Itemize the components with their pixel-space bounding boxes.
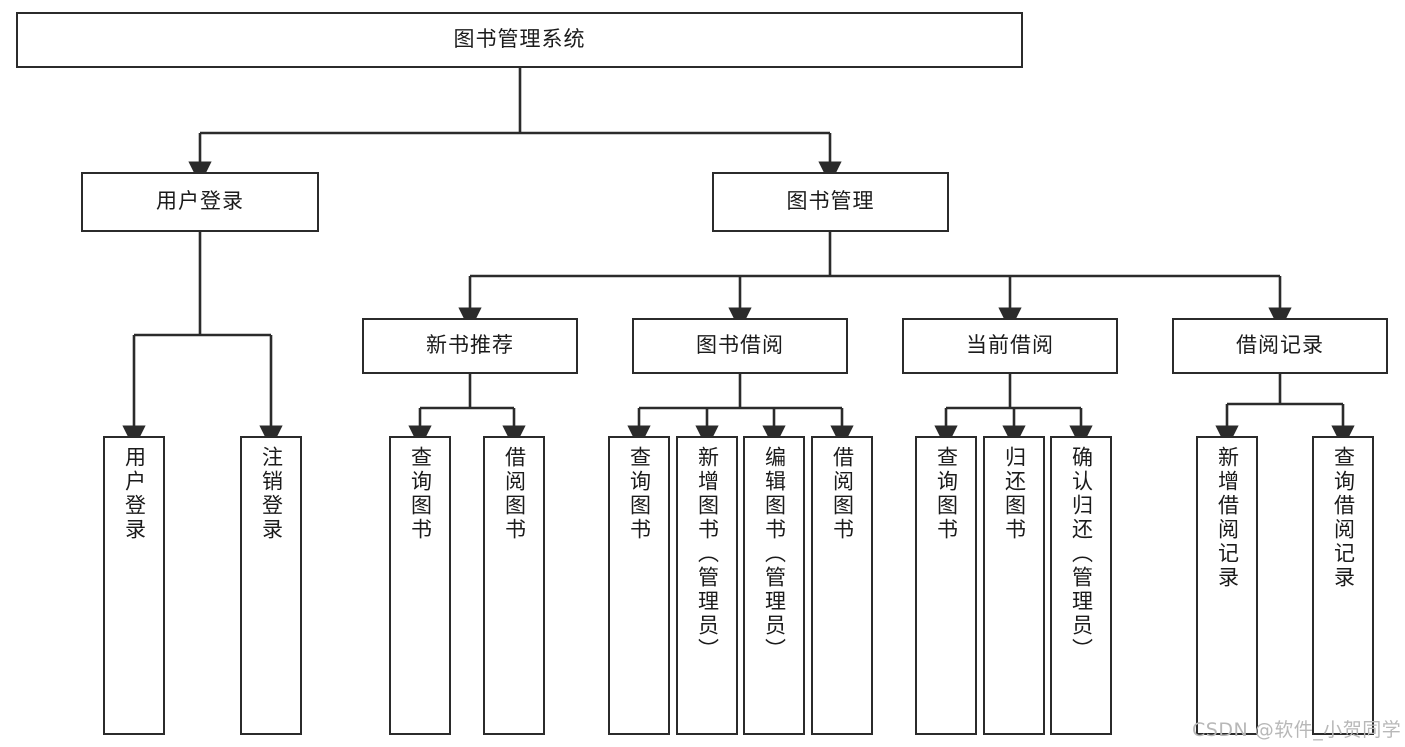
leaf-borrow-book-recommend[interactable]: 借阅图书 xyxy=(483,436,545,735)
leaf-edit-book-admin-label: 编辑图书（管理员） xyxy=(762,446,787,662)
leaf-query-book-borrow[interactable]: 查询图书 xyxy=(608,436,670,735)
leaf-query-book-current-label: 查询图书 xyxy=(934,446,959,542)
node-borrow-record-label: 借阅记录 xyxy=(1236,333,1324,358)
leaf-borrow-book[interactable]: 借阅图书 xyxy=(811,436,873,735)
leaf-borrow-book-label: 借阅图书 xyxy=(830,446,855,542)
leaf-add-borrow-record-label: 新增借阅记录 xyxy=(1215,446,1240,590)
leaf-add-book-admin-label: 新增图书（管理员） xyxy=(695,446,720,662)
leaf-return-book-label: 归还图书 xyxy=(1002,446,1027,542)
node-current-borrow-label: 当前借阅 xyxy=(966,333,1054,358)
leaf-user-login-label: 用户登录 xyxy=(122,446,147,542)
leaf-confirm-return-admin[interactable]: 确认归还（管理员） xyxy=(1050,436,1112,735)
leaf-query-book-recommend-label: 查询图书 xyxy=(408,446,433,542)
node-root-label: 图书管理系统 xyxy=(453,27,586,52)
leaf-confirm-return-admin-label: 确认归还（管理员） xyxy=(1069,446,1094,662)
node-borrow-record[interactable]: 借阅记录 xyxy=(1172,318,1388,374)
node-current-borrow[interactable]: 当前借阅 xyxy=(902,318,1118,374)
node-user-login[interactable]: 用户登录 xyxy=(81,172,319,232)
leaf-add-book-admin[interactable]: 新增图书（管理员） xyxy=(676,436,738,735)
leaf-return-book[interactable]: 归还图书 xyxy=(983,436,1045,735)
leaf-query-borrow-record[interactable]: 查询借阅记录 xyxy=(1312,436,1374,735)
node-book-borrow-label: 图书借阅 xyxy=(696,333,784,358)
node-book-management-label: 图书管理 xyxy=(786,189,875,214)
leaf-add-borrow-record[interactable]: 新增借阅记录 xyxy=(1196,436,1258,735)
node-book-borrow[interactable]: 图书借阅 xyxy=(632,318,848,374)
leaf-logout-label: 注销登录 xyxy=(259,446,284,542)
csdn-watermark: CSDN @软件_小贺同学 xyxy=(1192,719,1402,741)
node-book-management[interactable]: 图书管理 xyxy=(712,172,949,232)
leaf-query-book-borrow-label: 查询图书 xyxy=(627,446,652,542)
node-root[interactable]: 图书管理系统 xyxy=(16,12,1023,68)
leaf-user-login[interactable]: 用户登录 xyxy=(103,436,165,735)
leaf-query-borrow-record-label: 查询借阅记录 xyxy=(1331,446,1356,590)
node-new-book-recommend[interactable]: 新书推荐 xyxy=(362,318,578,374)
leaf-edit-book-admin[interactable]: 编辑图书（管理员） xyxy=(743,436,805,735)
leaf-logout[interactable]: 注销登录 xyxy=(240,436,302,735)
node-new-book-recommend-label: 新书推荐 xyxy=(426,333,514,358)
node-user-login-label: 用户登录 xyxy=(156,189,244,214)
leaf-borrow-book-recommend-label: 借阅图书 xyxy=(502,446,527,542)
leaf-query-book-current[interactable]: 查询图书 xyxy=(915,436,977,735)
leaf-query-book-recommend[interactable]: 查询图书 xyxy=(389,436,451,735)
